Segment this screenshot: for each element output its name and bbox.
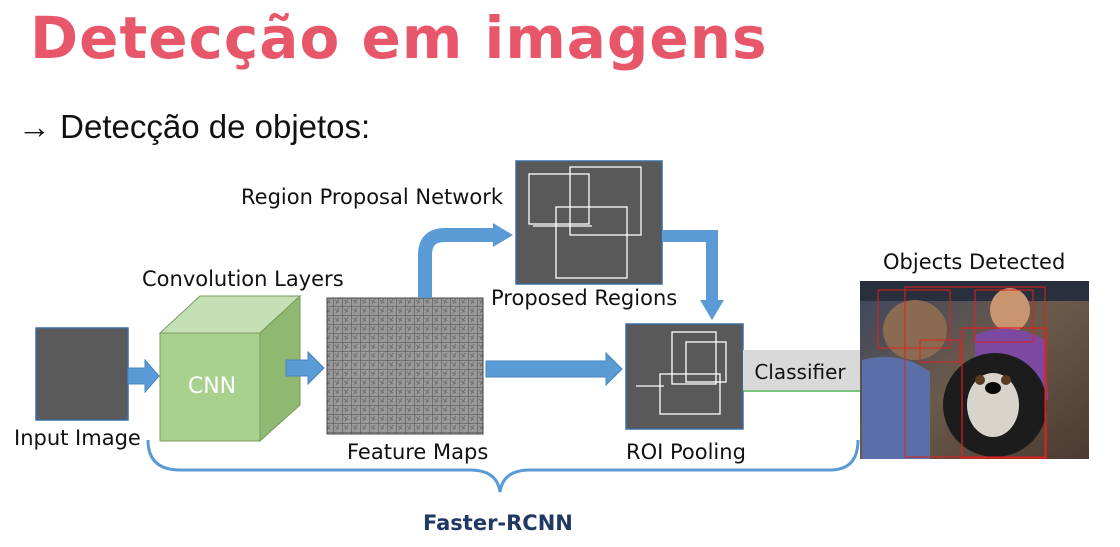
input-image-label: Input Image — [14, 426, 141, 450]
convolution-layers-label: Convolution Layers — [142, 267, 344, 291]
objects-detected-photo — [860, 281, 1089, 459]
objects-detected-label: Objects Detected — [883, 250, 1066, 274]
classifier-box — [743, 350, 860, 390]
input-image-box — [35, 327, 129, 421]
bullet-text: → Detecção de objetos: — [18, 108, 371, 145]
roi-pooling-box — [625, 323, 744, 430]
cnn-cube — [158, 294, 302, 443]
arrow-cnn-to-features — [285, 350, 325, 386]
classifier-label: Classifier — [754, 360, 846, 384]
cnn-label: CNN — [188, 374, 236, 399]
feature-maps-box — [326, 297, 484, 435]
arrow-input-to-cnn — [127, 358, 160, 394]
arrow-features-to-rpn — [418, 223, 513, 298]
arrow-rpn-to-roi — [662, 230, 724, 320]
proposed-regions-label: Proposed Regions — [491, 286, 678, 310]
proposed-regions-box — [515, 160, 663, 285]
faster-rcnn-label: Faster-RCNN — [423, 511, 573, 535]
slide-title: Detecção em imagens — [30, 4, 768, 72]
roi-pooling-label: ROI Pooling — [626, 440, 746, 464]
feature-maps-label: Feature Maps — [347, 440, 489, 464]
faster-rcnn-brace — [146, 439, 860, 493]
arrow-features-to-roi — [485, 351, 623, 387]
rpn-label: Region Proposal Network — [241, 185, 504, 209]
